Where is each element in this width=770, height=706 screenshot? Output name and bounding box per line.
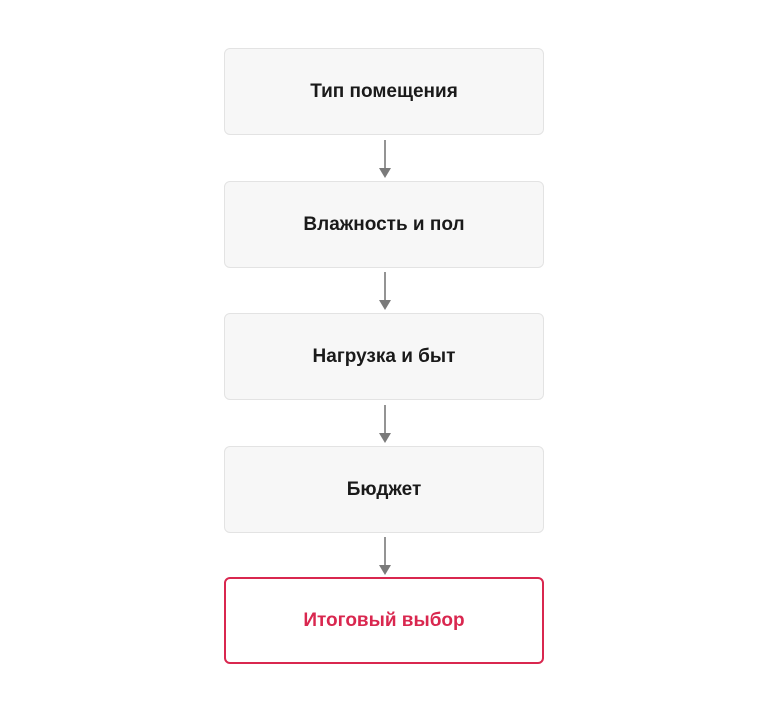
arrow-connector (378, 271, 392, 311)
step-label: Нагрузка и быт (312, 345, 456, 367)
arrow-connector (378, 404, 392, 444)
arrow-down-icon (379, 140, 391, 178)
step-load-usage: Нагрузка и быт (224, 313, 544, 400)
arrow-down-icon (379, 272, 391, 310)
arrow-connector (378, 536, 392, 576)
step-label: Итоговый выбор (303, 609, 465, 631)
step-budget: Бюджет (224, 446, 544, 533)
arrow-connector (378, 139, 392, 179)
step-final-choice: Итоговый выбор (224, 577, 544, 664)
step-humidity-floor: Влажность и пол (224, 181, 544, 268)
step-label: Тип помещения (310, 80, 458, 102)
arrow-down-icon (379, 537, 391, 575)
step-room-type: Тип помещения (224, 48, 544, 135)
arrow-down-icon (379, 405, 391, 443)
step-label: Бюджет (346, 478, 422, 500)
step-label: Влажность и пол (303, 213, 465, 235)
